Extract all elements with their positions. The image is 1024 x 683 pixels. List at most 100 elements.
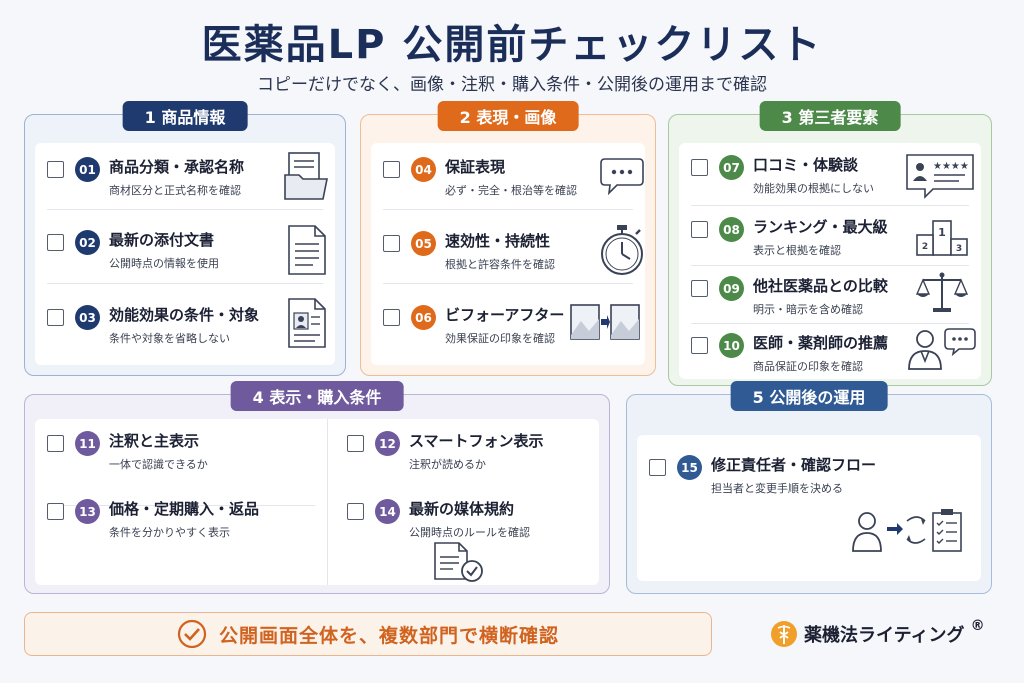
checklist-item-12[interactable]: 12 スマートフォン表示 注釈が読めるか — [335, 431, 599, 472]
svg-text:★★★★: ★★★★ — [933, 161, 969, 172]
checklist-item-04[interactable]: 04 保証表現 必ず・完全・根治等を確認 — [371, 157, 645, 198]
item-description: 公開時点の情報を使用 — [109, 257, 219, 270]
speech-bubble-icon — [600, 158, 644, 196]
item-number: 01 — [75, 157, 100, 182]
item-description: 効能効果の根拠にしない — [753, 182, 874, 195]
checkbox[interactable] — [47, 503, 64, 520]
section-header-third-party: 3 第三者要素 — [759, 101, 901, 131]
item-description: 効果保証の印象を確認 — [445, 332, 555, 345]
scale-icon — [915, 272, 969, 312]
checkbox[interactable] — [383, 161, 400, 178]
item-title: 効能効果の条件・対象 — [109, 306, 260, 324]
checklist-item-08[interactable]: 08 ランキング・最大級 表示と根拠を確認 1 2 3 — [679, 217, 981, 258]
checklist-item-13[interactable]: 13 価格・定期購入・返品 条件を分かりやすく表示 — [35, 499, 325, 540]
item-number: 13 — [75, 499, 100, 524]
checklist-item-14[interactable]: 14 最新の媒体規約 公開時点のルールを確認 — [335, 499, 599, 540]
checklist-item-09[interactable]: 09 他社医薬品との比較 明示・暗示を含め確認 — [679, 272, 981, 317]
item-description: 表示と根拠を確認 — [753, 244, 841, 257]
person-flow-checklist-icon — [852, 509, 962, 552]
item-number: 15 — [677, 455, 702, 480]
item-title: ビフォーアフター — [445, 306, 565, 324]
section-expression-image: 2 表現・画像 04 保証表現 必ず・完全・根治等を確認 05 速効性・持続性 … — [360, 101, 656, 376]
brand-logo: 薬機法ライティング ® — [770, 618, 985, 648]
item-title: スマートフォン表示 — [409, 432, 544, 450]
footer-text: 公開画面全体を、複数部門で横断確認 — [218, 624, 559, 647]
checklist-item-10[interactable]: 10 医師・薬剤師の推薦 商品保証の印象を確認 — [679, 328, 981, 374]
item-number: 09 — [719, 276, 744, 301]
checklist-item-11[interactable]: 11 注釈と主表示 一体で認識できるか — [35, 431, 325, 472]
item-title: 最新の添付文書 — [109, 231, 215, 249]
checklist-item-01[interactable]: 01 商品分類・承認名称 商材区分と正式名称を確認 — [35, 152, 335, 200]
item-description: 商材区分と正式名称を確認 — [109, 184, 241, 197]
checklist-item-05[interactable]: 05 速効性・持続性 根拠と許容条件を確認 — [371, 225, 645, 275]
item-title: ランキング・最大級 — [753, 218, 888, 236]
checkbox[interactable] — [347, 435, 364, 452]
review-card-icon: ★★★★ — [906, 154, 974, 199]
item-title: 速効性・持続性 — [445, 232, 551, 250]
item-description: 条件を分かりやすく表示 — [109, 526, 230, 539]
footer-banner: 公開画面全体を、複数部門で横断確認 — [24, 612, 712, 656]
checkbox[interactable] — [347, 503, 364, 520]
checklist-item-02[interactable]: 02 最新の添付文書 公開時点の情報を使用 — [35, 225, 335, 275]
item-title: 注釈と主表示 — [109, 432, 200, 450]
item-number: 06 — [411, 305, 436, 330]
checklist-item-03[interactable]: 03 効能効果の条件・対象 条件や対象を省略しない — [35, 298, 335, 348]
section-product-info: 1 商品情報 01 商品分類・承認名称 商材区分と正式名称を確認 02 最新の添… — [24, 101, 346, 376]
page-subtitle: コピーだけでなく、画像・注釈・購入条件・公開後の運用まで確認 — [257, 75, 767, 95]
checkbox[interactable] — [383, 309, 400, 326]
item-description: 必ず・完全・根治等を確認 — [445, 184, 577, 197]
registered-mark: ® — [970, 618, 985, 634]
checkbox[interactable] — [691, 221, 708, 238]
item-number: 03 — [75, 305, 100, 330]
section-display-purchase: 4 表示・購入条件 11 注釈と主表示 一体で認識できるか 12 スマートフォン… — [24, 381, 610, 594]
item-number: 02 — [75, 230, 100, 255]
checkbox[interactable] — [691, 337, 708, 354]
profile-document-icon — [288, 298, 326, 348]
check-circle-icon — [177, 619, 207, 649]
svg-text:2: 2 — [922, 242, 928, 252]
item-description: 条件や対象を省略しない — [109, 332, 230, 345]
item-description: 明示・暗示を含め確認 — [753, 303, 863, 316]
checklist-item-06[interactable]: 06 ビフォーアフター 効果保証の印象を確認 — [371, 304, 645, 346]
item-title: 口コミ・体験談 — [753, 156, 859, 174]
item-title: 商品分類・承認名称 — [109, 158, 245, 176]
item-description: 商品保証の印象を確認 — [753, 360, 863, 373]
caduceus-icon — [771, 621, 797, 647]
doctor-speech-icon — [908, 328, 976, 370]
checkbox[interactable] — [691, 159, 708, 176]
checklist-item-07[interactable]: 07 口コミ・体験談 効能効果の根拠にしない ★★★★ — [679, 154, 981, 199]
item-description: 根拠と許容条件を確認 — [445, 258, 555, 271]
checkbox[interactable] — [47, 309, 64, 326]
item-title: 他社医薬品との比較 — [753, 277, 888, 295]
item-number: 07 — [719, 155, 744, 180]
item-description: 一体で認識できるか — [109, 458, 208, 471]
item-number: 10 — [719, 333, 744, 358]
before-after-image-icon — [570, 304, 640, 340]
page-title: 医薬品LP 公開前チェックリスト — [201, 22, 823, 68]
item-number: 05 — [411, 231, 436, 256]
svg-text:1: 1 — [938, 226, 946, 239]
podium-icon: 1 2 3 — [916, 220, 968, 256]
checkbox[interactable] — [383, 235, 400, 252]
section-header-expression-image: 2 表現・画像 — [437, 101, 579, 131]
checklist-item-15[interactable]: 15 修正責任者・確認フロー 担当者と変更手順を決める — [637, 455, 981, 496]
checkbox[interactable] — [47, 161, 64, 178]
folder-document-icon — [284, 152, 328, 200]
item-description: 公開時点のルールを確認 — [409, 526, 530, 539]
section-third-party: 3 第三者要素 07 口コミ・体験談 効能効果の根拠にしない ★★★★ 08 — [668, 101, 992, 386]
document-icon — [288, 225, 326, 275]
item-number: 11 — [75, 431, 100, 456]
checkbox[interactable] — [47, 435, 64, 452]
checkbox[interactable] — [691, 280, 708, 297]
checkbox[interactable] — [649, 459, 666, 476]
item-description: 注釈が読めるか — [409, 458, 486, 471]
item-number: 14 — [375, 499, 400, 524]
checkbox[interactable] — [47, 234, 64, 251]
item-number: 04 — [411, 157, 436, 182]
svg-text:3: 3 — [956, 244, 962, 254]
section-post-publish: 5 公開後の運用 15 修正責任者・確認フロー 担当者と変更手順を決める — [626, 381, 992, 594]
section-header-post-publish: 5 公開後の運用 — [730, 381, 888, 411]
item-title: 修正責任者・確認フロー — [711, 456, 877, 474]
section-header-product-info: 1 商品情報 — [122, 101, 248, 131]
item-description: 担当者と変更手順を決める — [711, 482, 843, 495]
